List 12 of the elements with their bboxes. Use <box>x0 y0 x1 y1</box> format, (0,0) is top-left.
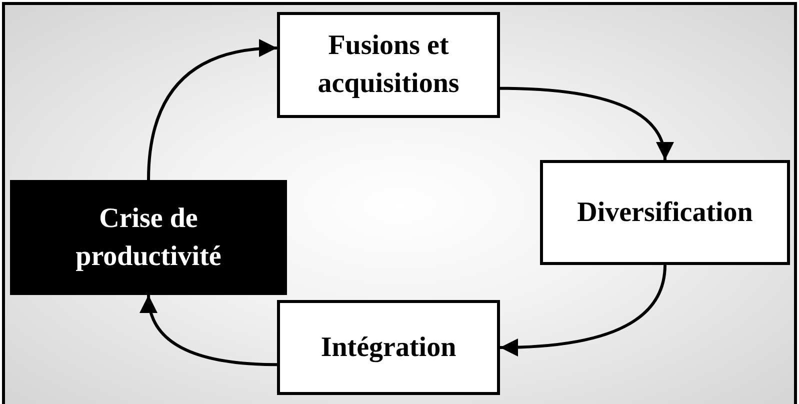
curved-arrow <box>140 294 278 366</box>
process-box <box>277 12 500 118</box>
highlighted-box <box>10 180 287 295</box>
box-label: Fusions et acquisitions <box>316 29 460 101</box>
box-label: Intégration <box>320 330 456 364</box>
curved-arrow <box>147 40 278 180</box>
box-label: Diversification <box>577 196 753 230</box>
curved-arrow <box>500 86 672 160</box>
curved-arrow <box>500 264 666 356</box>
process-box <box>277 300 500 395</box>
process-box <box>540 160 790 265</box>
box-label: Crise de productivité <box>74 202 222 274</box>
